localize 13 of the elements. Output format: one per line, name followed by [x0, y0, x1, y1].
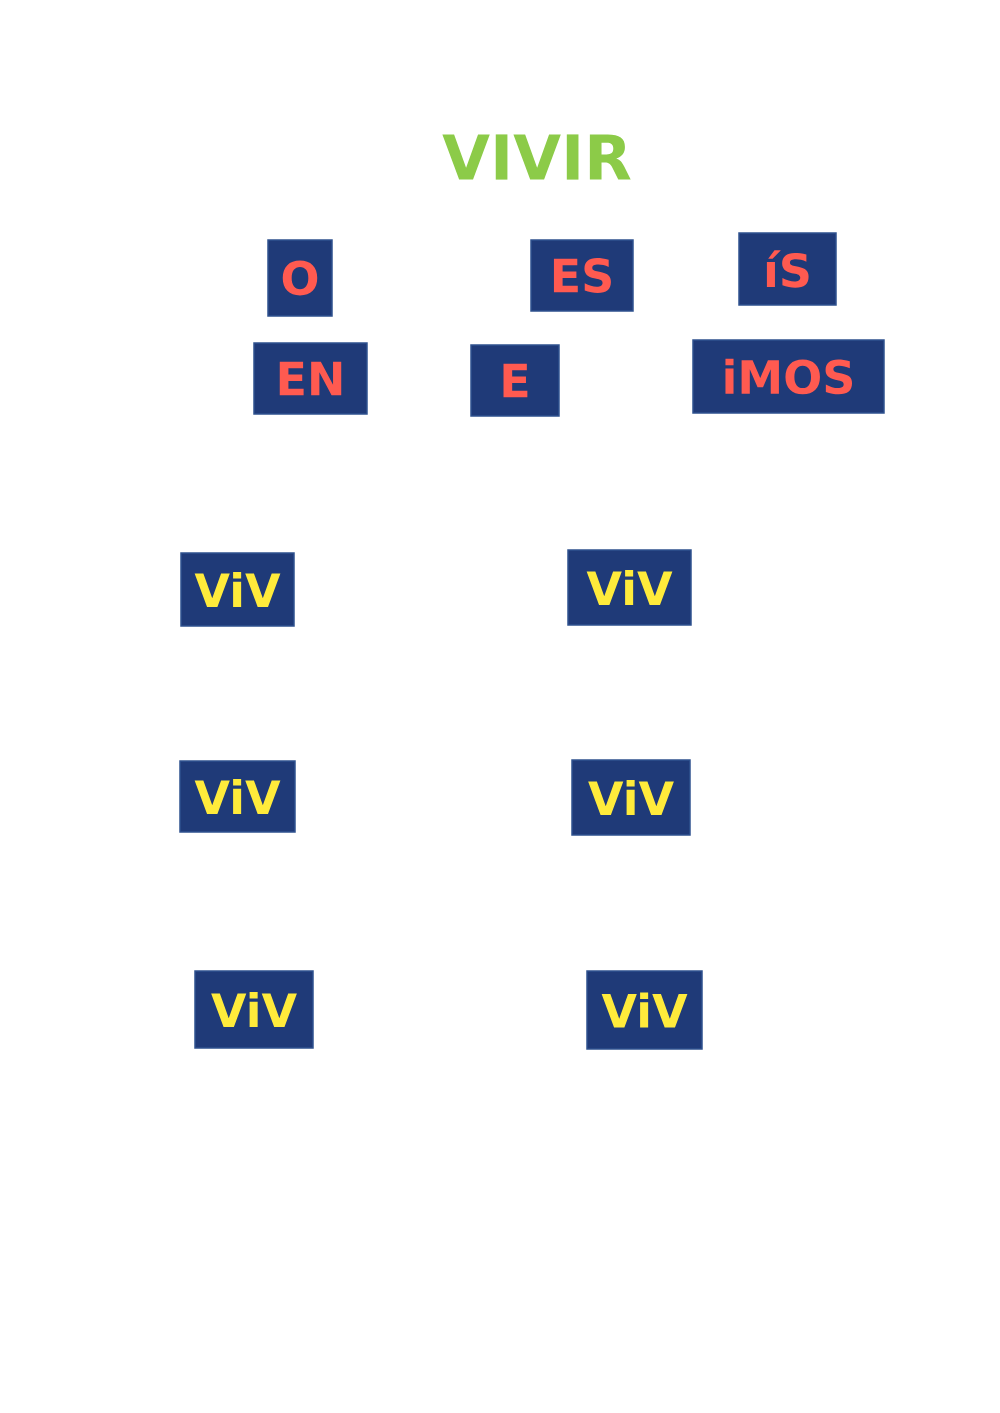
title: VIVIR [442, 134, 631, 180]
word-card: ViV [567, 549, 692, 626]
word-card: iMOS [692, 339, 885, 414]
word-card: EN [253, 342, 368, 415]
word-card: ViV [180, 552, 295, 627]
word-card: ViV [586, 970, 703, 1050]
word-card: ViV [179, 760, 296, 833]
word-card: O [267, 239, 333, 317]
word-card: ViV [571, 759, 691, 836]
word-card: ES [530, 239, 634, 312]
word-card: íS [738, 232, 837, 306]
word-card: E [470, 344, 560, 417]
word-card: ViV [194, 970, 314, 1049]
